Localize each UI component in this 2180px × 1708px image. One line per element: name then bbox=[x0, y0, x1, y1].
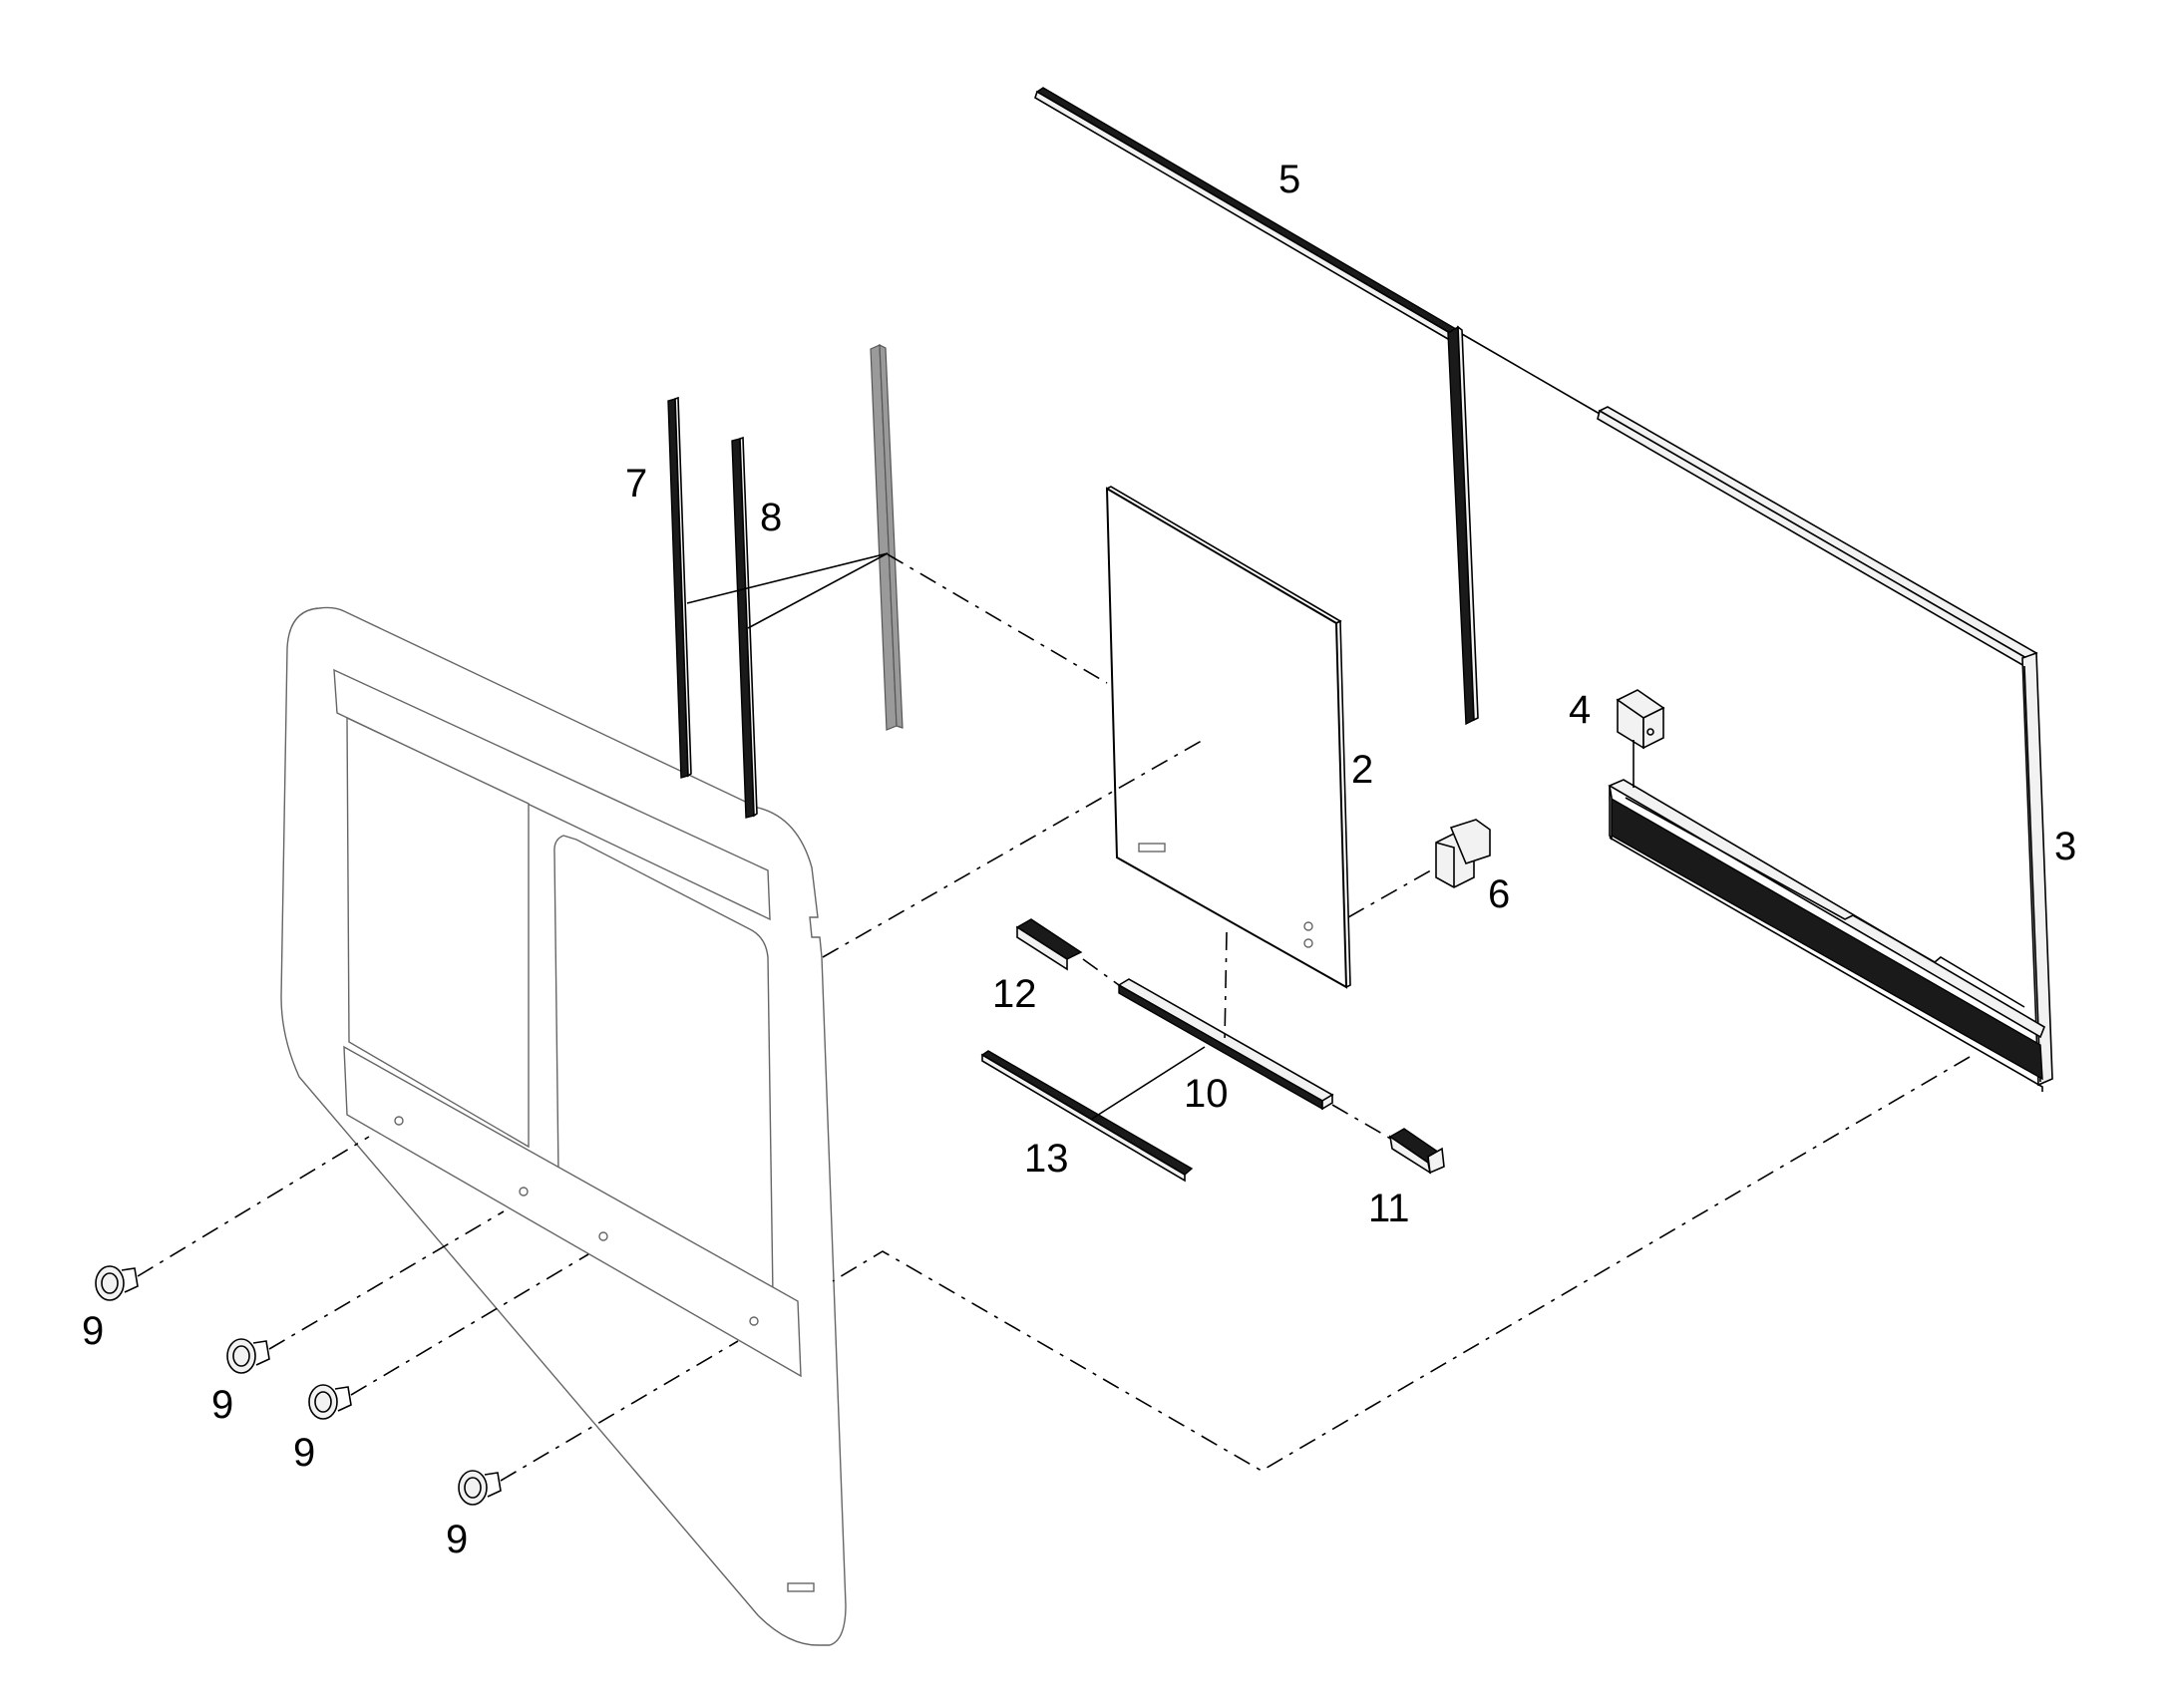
seal-strip-7 bbox=[667, 396, 692, 779]
part-label-7: 7 bbox=[625, 462, 647, 506]
glass-pane bbox=[1105, 486, 1351, 989]
clip-12 bbox=[1015, 918, 1083, 971]
part-label-4: 4 bbox=[1569, 688, 1591, 732]
brand-marking bbox=[787, 1582, 815, 1592]
glass-hole bbox=[1303, 938, 1313, 948]
upper-vent-slot bbox=[333, 668, 771, 921]
clip-11 bbox=[1388, 1128, 1445, 1175]
mount-hole bbox=[519, 1187, 529, 1196]
part-label-5: 5 bbox=[1278, 158, 1300, 201]
part-label-13: 13 bbox=[1024, 1137, 1069, 1181]
door-panel bbox=[280, 606, 847, 1646]
strip-13 bbox=[980, 1050, 1194, 1183]
latch-6 bbox=[1435, 819, 1491, 888]
knob-9a bbox=[95, 1265, 139, 1301]
glass-brand-marking bbox=[1138, 843, 1166, 853]
part-label-9a: 9 bbox=[82, 1309, 104, 1353]
part-label-9b: 9 bbox=[211, 1383, 233, 1427]
seal-strip-grey bbox=[870, 344, 904, 731]
mount-hole bbox=[749, 1316, 759, 1326]
knob-9c bbox=[308, 1384, 352, 1420]
outer-frame-3 bbox=[1597, 406, 2053, 1092]
part-label-2: 2 bbox=[1351, 748, 1373, 792]
left-window-opening bbox=[346, 716, 530, 1149]
assembly-line-knob-b bbox=[268, 1210, 505, 1350]
knob-9b bbox=[226, 1338, 270, 1374]
part-label-6: 6 bbox=[1488, 872, 1510, 916]
part-label-12: 12 bbox=[992, 972, 1037, 1016]
assembly-line-latch bbox=[1347, 866, 1437, 918]
leader-line-5-3 bbox=[1461, 333, 1601, 415]
assembly-line-rail bbox=[1224, 931, 1228, 1043]
assembly-line-clip-11 bbox=[1331, 1104, 1395, 1142]
block-4 bbox=[1616, 689, 1665, 750]
lower-recess bbox=[343, 1045, 802, 1378]
assembly-line-knob-c bbox=[350, 1253, 589, 1396]
leader-line-7-8 bbox=[686, 552, 889, 629]
part-label-3: 3 bbox=[2054, 825, 2076, 868]
assembly-line-clip-12 bbox=[1082, 958, 1120, 986]
part-label-9d: 9 bbox=[446, 1518, 468, 1561]
seal-strip-8 bbox=[731, 436, 758, 819]
assembly-line-frame bbox=[832, 1056, 1971, 1472]
knob-9d bbox=[458, 1470, 502, 1506]
mount-hole bbox=[598, 1231, 608, 1241]
assembly-line-glass bbox=[822, 737, 1208, 958]
leader-line-10-13 bbox=[1091, 1046, 1206, 1120]
part-label-9c: 9 bbox=[293, 1431, 315, 1475]
top-rail-5 bbox=[1034, 87, 1479, 726]
part-label-11: 11 bbox=[1368, 1187, 1410, 1230]
assembly-line-seal bbox=[887, 553, 1108, 684]
glass-hole bbox=[1303, 921, 1313, 931]
part-label-10: 10 bbox=[1184, 1072, 1229, 1116]
assembly-line-knob-d bbox=[500, 1340, 739, 1482]
mount-hole bbox=[394, 1116, 404, 1126]
guide-rail-10 bbox=[1117, 978, 1334, 1111]
part-label-8: 8 bbox=[760, 496, 782, 539]
assembly-line-knob-a bbox=[137, 1136, 370, 1277]
